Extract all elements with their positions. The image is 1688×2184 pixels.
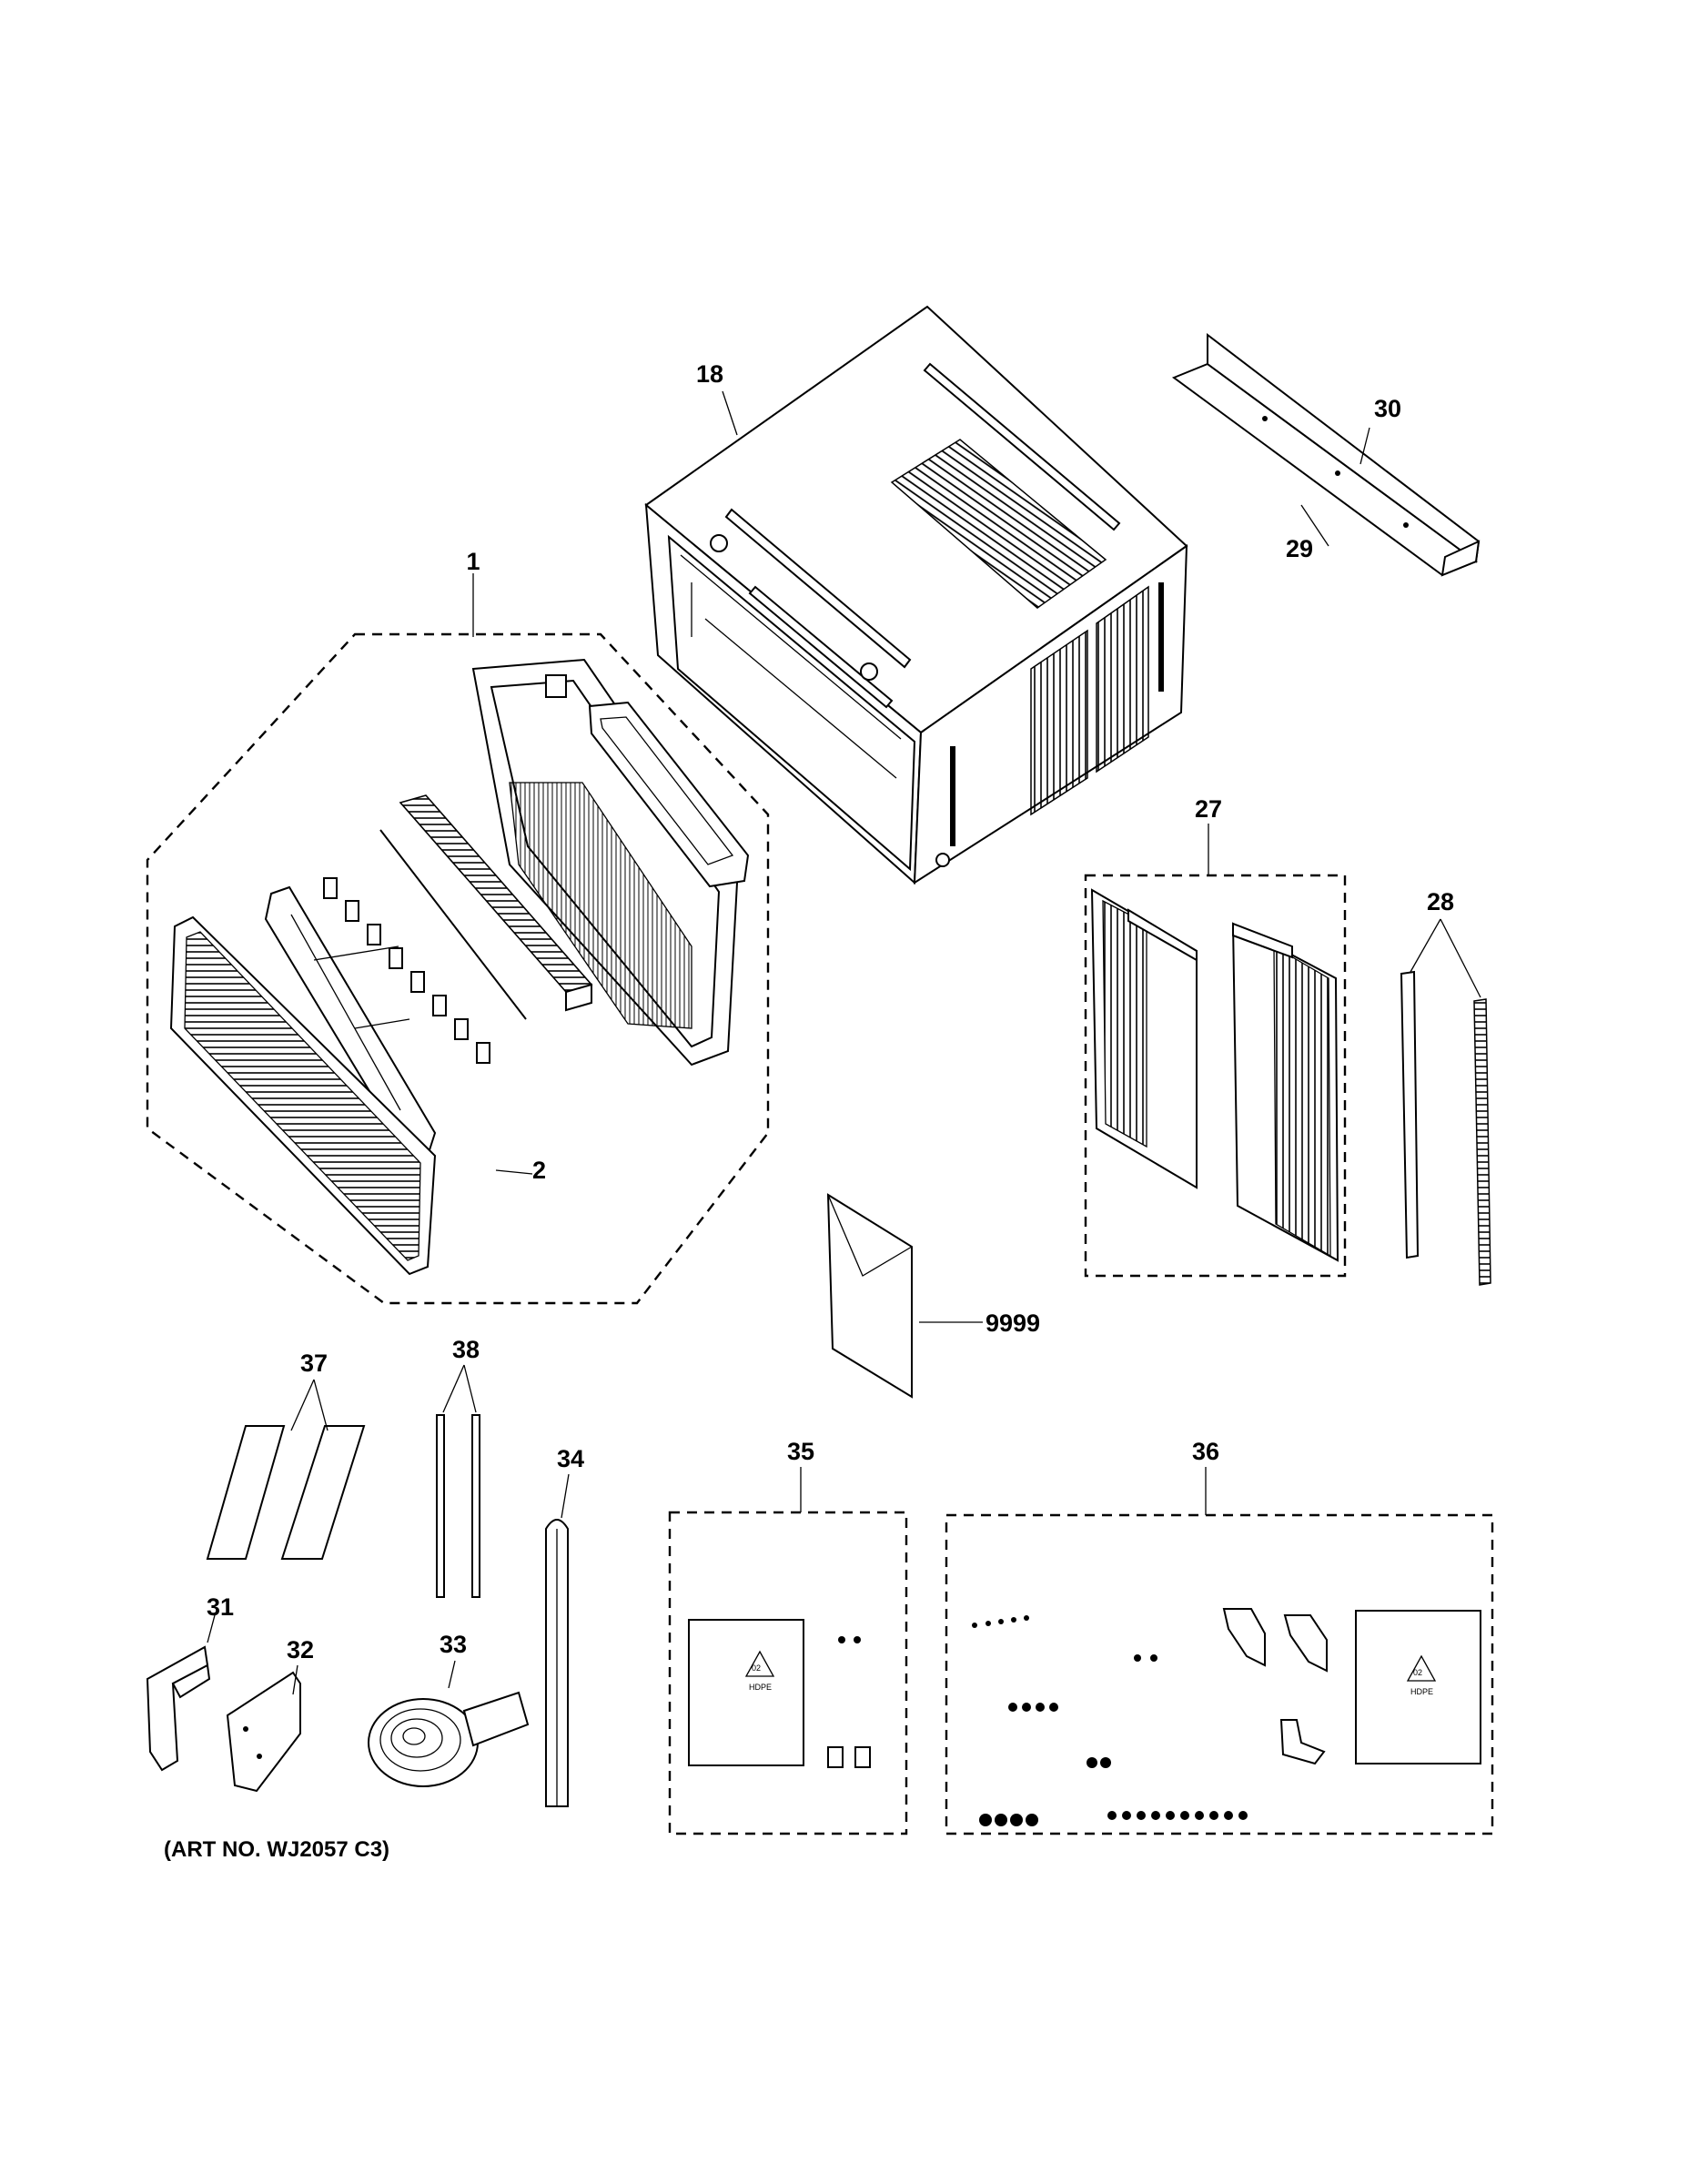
louver-assembly-part — [399, 794, 593, 1012]
part-34-seal — [545, 1519, 569, 1807]
recycle-material: HDPE — [749, 1683, 772, 1692]
louver-clips — [323, 877, 490, 1064]
callout-31: 31 — [207, 1593, 234, 1621]
part-33-foam-roll — [368, 1691, 530, 1787]
callout-30: 30 — [1374, 395, 1401, 422]
part-37-pads — [206, 1425, 366, 1560]
rail-part-29-30 — [1171, 332, 1481, 577]
front-frame-part — [471, 658, 739, 1067]
kit-36-contents: 02 HDPE — [972, 1608, 1481, 1826]
part-38-strips — [436, 1414, 480, 1598]
manual-part-9999 — [826, 1193, 913, 1399]
part-28-foam-seals — [1400, 970, 1491, 1286]
art-number: (ART NO. WJ2057 C3) — [164, 1837, 389, 1862]
callout-28: 28 — [1427, 888, 1454, 915]
callout-32: 32 — [287, 1636, 314, 1663]
callout-33: 33 — [440, 1631, 467, 1658]
cabinet-part-18 — [644, 305, 1188, 885]
louver-link-bar — [379, 829, 527, 1020]
callout-9999: 9999 — [986, 1309, 1040, 1337]
kit-35-contents: 02 HDPE — [688, 1619, 871, 1768]
callout-1: 1 — [466, 548, 480, 575]
callout-34: 34 — [557, 1445, 584, 1472]
recycle-code-36: 02 — [1413, 1668, 1422, 1677]
callout-29: 29 — [1286, 535, 1313, 562]
part-32-bracket — [226, 1671, 301, 1793]
control-cover-part — [588, 701, 750, 888]
callout-27: 27 — [1195, 795, 1222, 823]
right-side-curtain — [1231, 922, 1339, 1262]
recycle-material-36: HDPE — [1410, 1687, 1433, 1696]
left-side-curtain — [1090, 888, 1198, 1189]
leader-lines — [207, 390, 1481, 1695]
front-grille-part — [169, 915, 437, 1276]
side-curtain-boundary — [1084, 874, 1347, 1278]
callout-2: 2 — [532, 1157, 546, 1184]
part-31-bracket — [146, 1645, 211, 1772]
callout-37: 37 — [300, 1350, 328, 1377]
callout-18: 18 — [696, 360, 723, 388]
callout-38: 38 — [452, 1336, 480, 1363]
callout-35: 35 — [787, 1438, 814, 1465]
front-panel-assembly-boundary — [146, 632, 770, 1305]
kit-35-boundary — [668, 1511, 908, 1835]
recycle-code: 02 — [752, 1663, 761, 1673]
callout-36: 36 — [1192, 1438, 1219, 1465]
